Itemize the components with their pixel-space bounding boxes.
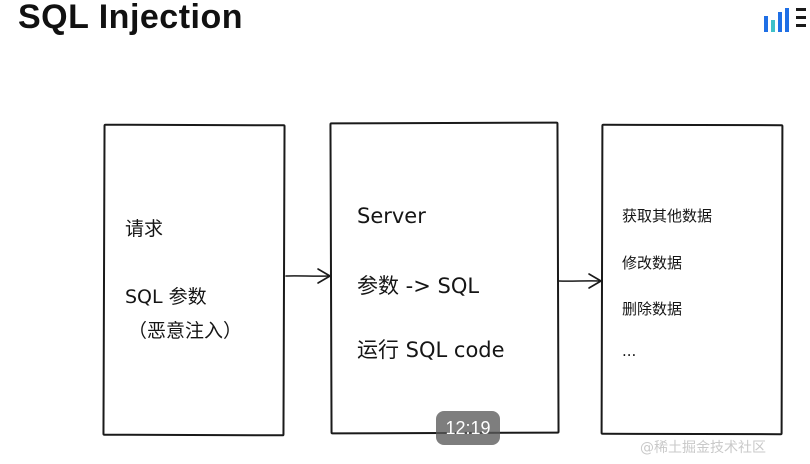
outcomes-box (600, 123, 784, 436)
server-label: Server (357, 204, 426, 228)
outcome-item: 获取其他数据 (622, 207, 713, 225)
request-label: 请求 (125, 218, 164, 240)
slide-title: SQL Injection (18, 0, 244, 36)
sql-params-label: SQL 参数 (125, 286, 207, 308)
arrow-right-icon (558, 273, 602, 289)
outcome-item: 修改数据 (622, 254, 683, 272)
run-sql-code-label: 运行 SQL code (357, 338, 505, 362)
params-to-sql-label: 参数 -> SQL (357, 274, 480, 298)
outcome-item: ... (622, 342, 637, 360)
request-box (102, 123, 286, 437)
watermark: @稀土掘金技术社区 (640, 440, 766, 456)
outcome-item: 删除数据 (622, 300, 683, 318)
arrow-right-icon (285, 268, 331, 284)
malicious-injection-label: （恶意注入） (128, 320, 243, 342)
bar-chart-logo-icon (764, 8, 806, 32)
video-timestamp[interactable]: 12:19 (436, 411, 500, 445)
